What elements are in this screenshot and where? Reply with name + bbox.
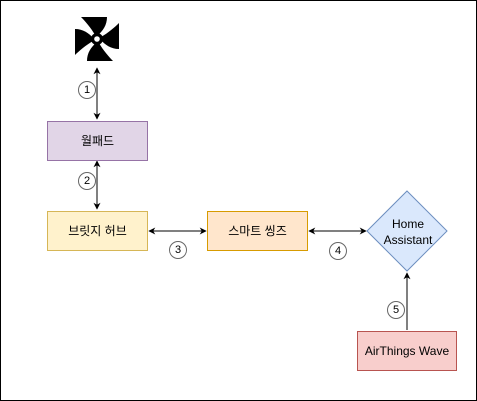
bridge-hub-node[interactable]: 브릿지 허브 [47, 211, 148, 251]
airthings-node[interactable]: AirThings Wave [357, 331, 457, 371]
connection-number-3: 3 [169, 241, 187, 259]
home-assistant-label: Home Assistant [383, 217, 433, 247]
smartthings-node[interactable]: 스마트 씽즈 [207, 211, 308, 251]
connection-number-2: 2 [78, 172, 96, 190]
bridge-hub-label: 브릿지 허브 [68, 224, 127, 238]
connection-number-4: 4 [329, 242, 347, 260]
wallpad-label: 월패드 [80, 134, 115, 148]
airthings-label: AirThings Wave [364, 344, 450, 358]
connection-number-5: 5 [387, 301, 405, 319]
wallpad-node[interactable]: 월패드 [47, 121, 148, 161]
home-assistant-diamond[interactable] [366, 190, 448, 272]
fan-icon [75, 17, 119, 61]
connection-number-1: 1 [78, 81, 96, 99]
smartthings-label: 스마트 씽즈 [228, 224, 287, 238]
